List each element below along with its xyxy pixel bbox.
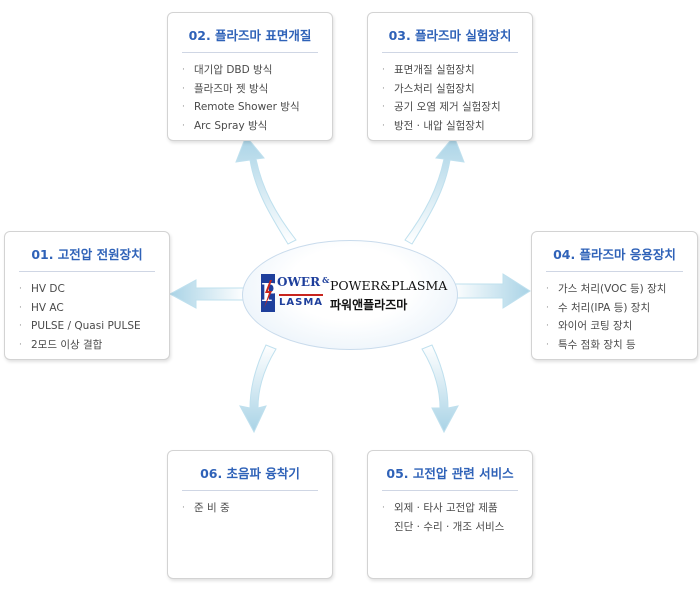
list-item: ·Remote Shower 방식 [182,98,332,117]
company-name-korean: 파워앤플라즈마 [330,298,408,312]
arrow-to-box-02 [235,135,297,245]
bullet-icon: · [182,120,185,131]
list-item: ·외제 · 타사 고전압 제품 [382,499,532,518]
bullet-icon: · [382,65,385,75]
box-01-title: 01. 고전압 전원장치 [19,244,155,272]
arrow-to-box-05 [421,344,459,434]
company-name-english: POWER&PLASMA [330,278,448,293]
list-item: ·HV DC [19,280,169,299]
box-02-plasma-surface: 02. 플라즈마 표면개질 ·대기압 DBD 방식 ·플라즈마 젯 방식 ·Re… [167,12,333,141]
list-item: ·특수 점화 장치 등 [546,336,697,355]
list-item: ·대기압 DBD 방식 [182,61,332,80]
bullet-icon: · [382,83,385,94]
list-item: ·HV AC [19,299,169,318]
bullet-icon: · [19,339,22,350]
list-item: 진단 · 수리 · 개조 서비스 [394,520,505,533]
box-04-list: ·가스 처리(VOC 등) 장치 ·수 처리(IPA 등) 장치 ·와이어 코팅… [532,280,697,354]
list-item: ·가스처리 실험장치 [382,80,532,99]
center-ellipse [242,240,458,350]
arrow-to-box-03 [404,135,465,245]
bullet-icon: · [182,65,185,75]
bullet-icon: · [546,302,549,313]
bullet-icon: · [19,321,22,331]
box-04-title: 04. 플라즈마 응용장치 [546,244,683,272]
bullet-icon: · [182,83,185,94]
list-item: ·수 처리(IPA 등) 장치 [546,299,697,318]
box-03-plasma-lab: 03. 플라즈마 실험장치 ·표면개질 실험장치 ·가스처리 실험장치 ·공기 … [367,12,533,141]
box-06-ultrasonic-welder: 06. 초음파 융착기 ·준 비 중 [167,450,333,579]
bullet-icon: · [382,120,385,131]
lightning-icon [264,280,272,308]
list-item: ·플라즈마 젯 방식 [182,80,332,99]
box-01-list: ·HV DC ·HV AC ·PULSE / Quasi PULSE ·2모드 … [5,280,169,354]
box-02-title: 02. 플라즈마 표면개질 [182,25,318,53]
list-item: ·가스 처리(VOC 등) 장치 [546,280,697,299]
box-01-hv-power: 01. 고전압 전원장치 ·HV DC ·HV AC ·PULSE / Quas… [4,231,170,360]
list-item: ·표면개질 실험장치 [382,61,532,80]
box-06-title: 06. 초음파 융착기 [182,463,318,491]
list-item: ·와이어 코팅 장치 [546,317,697,336]
bullet-icon: · [182,102,185,112]
list-item: ·준 비 중 [182,499,332,518]
box-02-list: ·대기압 DBD 방식 ·플라즈마 젯 방식 ·Remote Shower 방식… [168,61,332,135]
arrow-to-box-04 [451,273,531,309]
list-item: ·PULSE / Quasi PULSE [19,317,169,336]
arrow-to-box-06 [239,344,277,434]
box-05-title: 05. 고전압 관련 서비스 [382,463,518,491]
logo-text-top: OWER& [277,275,330,289]
box-06-list: ·준 비 중 [168,499,332,518]
bullet-icon: · [382,102,385,112]
bullet-icon: · [19,284,22,294]
box-05-list: ·외제 · 타사 고전압 제품 진단 · 수리 · 개조 서비스 [368,499,532,536]
bullet-icon: · [546,321,549,331]
bullet-icon: · [182,503,185,513]
bullet-icon: · [19,302,22,313]
bullet-icon: · [546,284,549,294]
list-item: ·2모드 이상 결합 [19,336,169,355]
company-logo: P OWER& LASMA [261,274,329,312]
box-03-title: 03. 플라즈마 실험장치 [382,25,518,53]
logo-text-bottom: LASMA [279,294,324,308]
arrow-to-box-01 [168,279,246,309]
box-04-plasma-applications: 04. 플라즈마 응용장치 ·가스 처리(VOC 등) 장치 ·수 처리(IPA… [531,231,698,360]
bullet-icon: · [546,339,549,350]
list-item: ·공기 오염 제거 실험장치 [382,98,532,117]
bullet-icon: · [382,503,385,513]
box-03-list: ·표면개질 실험장치 ·가스처리 실험장치 ·공기 오염 제거 실험장치 ·방전… [368,61,532,135]
list-item: ·방전 · 내압 실험장치 [382,117,532,136]
box-05-hv-services: 05. 고전압 관련 서비스 ·외제 · 타사 고전압 제품 진단 · 수리 ·… [367,450,533,579]
list-item: ·Arc Spray 방식 [182,117,332,136]
